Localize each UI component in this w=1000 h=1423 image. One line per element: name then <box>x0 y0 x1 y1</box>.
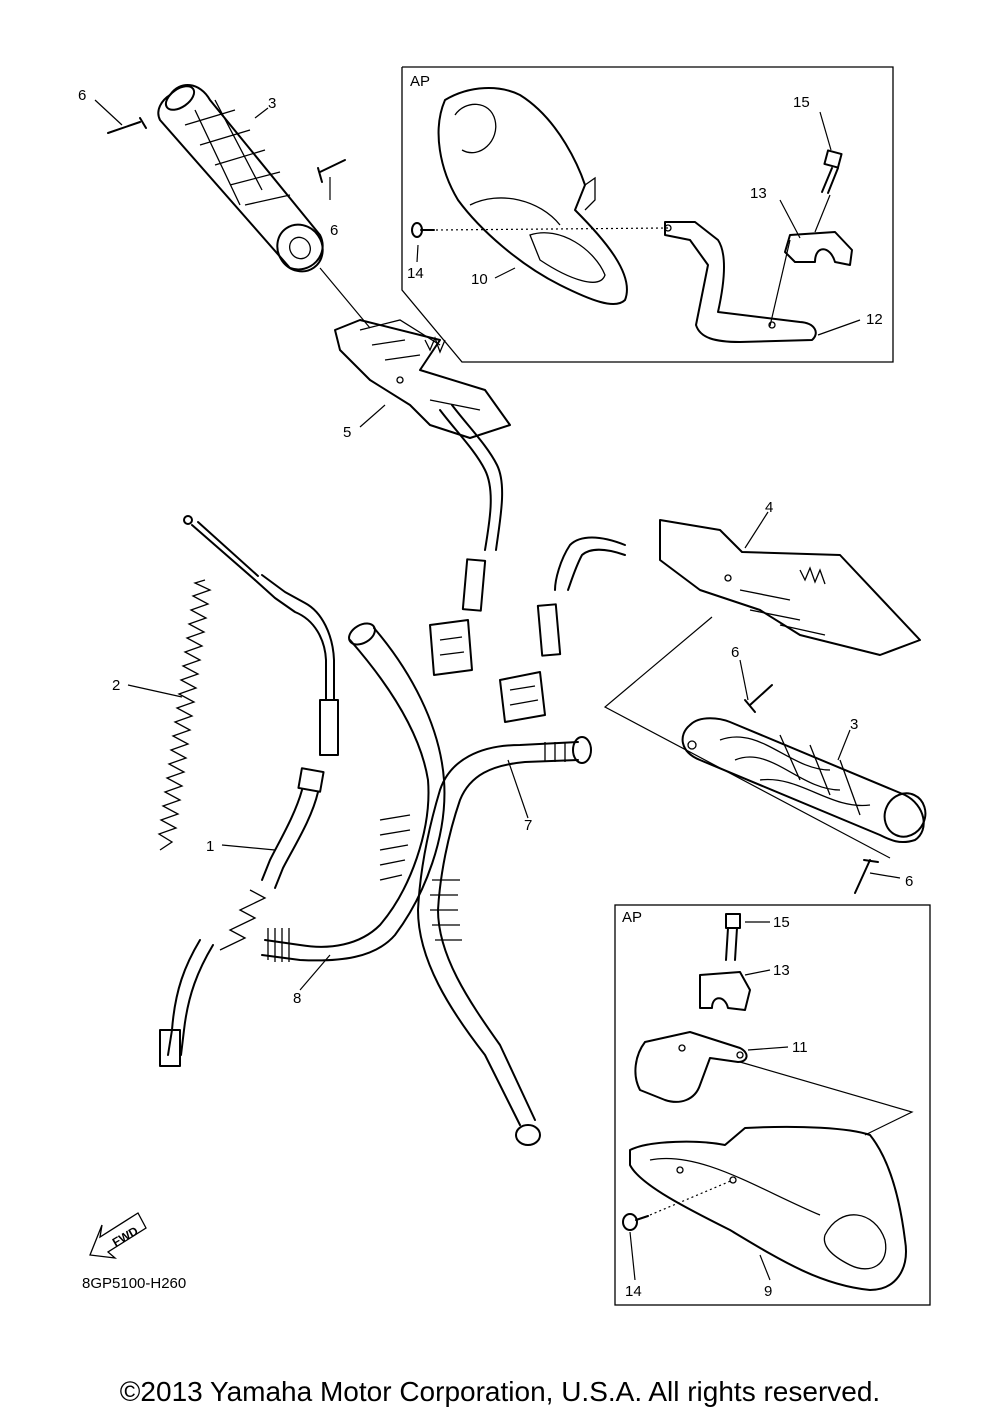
callout-15-bottom: 15 <box>773 914 790 931</box>
bolt-15-bottom <box>725 913 741 961</box>
bolt-15-top <box>821 149 843 194</box>
hand-guard-10 <box>437 87 628 305</box>
ap-box-bottom: AP 15 13 11 14 9 <box>614 904 931 1306</box>
handlebar-8: 8 <box>261 622 446 1007</box>
callout-15-top: 15 <box>793 94 810 111</box>
pin-6-right-a: 6 <box>731 644 773 713</box>
callout-7: 7 <box>524 817 532 834</box>
callout-3-right: 3 <box>850 716 858 733</box>
callout-6-top-a: 6 <box>78 87 86 104</box>
hand-guard-9 <box>629 1125 907 1291</box>
callout-1: 1 <box>206 838 214 855</box>
callout-8: 8 <box>293 990 301 1007</box>
spring-2: 2 <box>112 579 212 851</box>
callout-4: 4 <box>765 499 773 516</box>
callout-9: 9 <box>764 1283 772 1300</box>
pin-6-top-a: 6 <box>78 87 147 134</box>
callout-2: 2 <box>112 677 120 694</box>
parts-diagram: AP 15 13 14 10 <box>78 66 931 1306</box>
callout-11: 11 <box>792 1039 808 1056</box>
callout-14-top: 14 <box>407 265 424 282</box>
screw-14-bottom <box>622 1213 649 1231</box>
cable-1: 1 <box>159 515 339 1067</box>
clamp-13-bottom <box>699 971 751 1011</box>
copyright-notice: ©2013 Yamaha Motor Corporation, U.S.A. A… <box>119 1376 881 1407</box>
callout-6-right-b: 6 <box>905 873 913 890</box>
pin-6-top-b: 6 <box>317 159 346 239</box>
callout-5: 5 <box>343 424 351 441</box>
grip-3-left: 3 <box>157 84 324 273</box>
callout-10: 10 <box>471 271 488 288</box>
bracket-12 <box>664 221 817 343</box>
pin-6-right-b: 6 <box>854 859 913 894</box>
callout-13-bottom: 13 <box>773 962 790 979</box>
screw-14-top <box>411 222 435 238</box>
callout-14-bottom: 14 <box>625 1283 642 1300</box>
grip-heater-5: 5 <box>334 319 511 676</box>
callout-6-top-b: 6 <box>330 222 338 239</box>
grip-3-right: 3 <box>681 716 927 844</box>
callout-12: 12 <box>866 311 883 328</box>
ap-box-bottom-label: AP <box>622 909 642 926</box>
ap-box-top: AP 15 13 14 10 <box>401 66 894 363</box>
grip-heater-4: 4 <box>499 499 921 859</box>
diagram-code: 8GP5100-H260 <box>82 1275 186 1292</box>
bracket-11 <box>634 1031 748 1103</box>
callout-13-top: 13 <box>750 185 767 202</box>
fwd-arrow-icon: FWD <box>89 1212 147 1259</box>
handlebar-7: 7 <box>417 736 592 1146</box>
callout-3-top: 3 <box>268 95 276 112</box>
clamp-13-top <box>784 231 853 266</box>
ap-box-top-label: AP <box>410 73 430 90</box>
callout-6-right-a: 6 <box>731 644 739 661</box>
